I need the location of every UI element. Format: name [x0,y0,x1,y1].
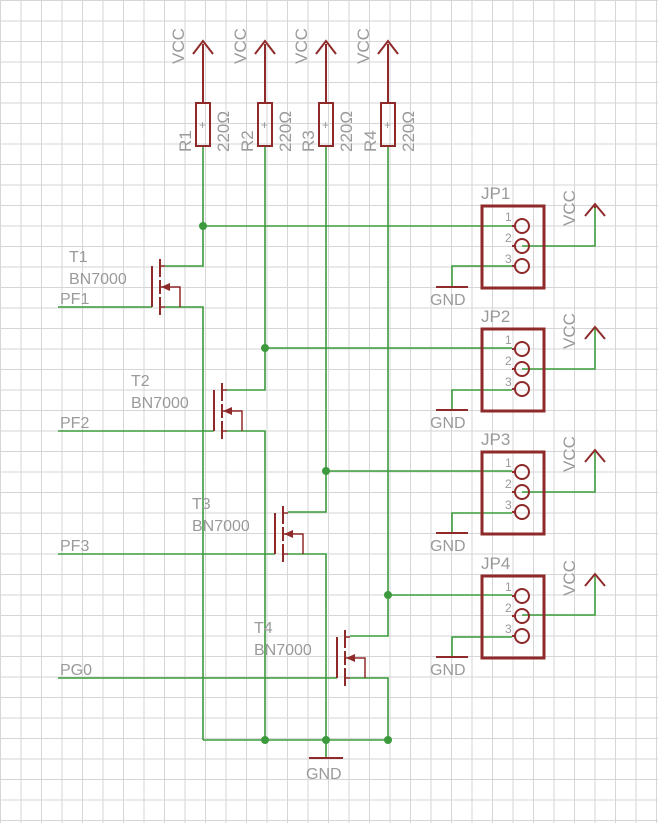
resistor-ref: R4 [361,130,380,152]
gate-net-label: PF2 [60,415,89,432]
resistor-ref: R1 [176,130,195,152]
net-jp2-pin2 [522,328,596,370]
net-r4-t4 [350,146,389,637]
vcc-label: VCC [169,28,188,64]
vcc-symbol: VCC [354,28,399,103]
pin-label: 2 [505,477,512,491]
net-jp1-pin2 [522,206,596,247]
net-t1-source [165,306,204,740]
resistor-value: 220Ω [276,111,295,152]
resistor-r4[interactable]: + R4 220Ω [361,102,418,152]
net-r3-t3 [288,146,327,513]
net-t4-source [350,677,389,740]
header-jp4[interactable]: 1 2 3 JP4 VCC GND [430,554,606,679]
pin-label: 2 [505,231,512,245]
header-ref: JP1 [481,184,510,203]
pin-label: 3 [505,498,512,512]
net-jp1-pin3 [451,265,512,286]
transistor-t4[interactable]: T4 BN7000 [254,620,366,686]
header-jp3[interactable]: 1 2 3 JP3 VCC GND [430,430,606,555]
net-jp4-pin2 [522,575,596,616]
transistor-t2[interactable]: T2 BN7000 [131,373,243,439]
resistor-r3[interactable]: + R3 220Ω [299,102,356,152]
net-r2-t2 [227,146,266,391]
pin-label: 1 [505,210,512,224]
transistor-part: BN7000 [254,642,312,659]
gate-net-label: PF1 [60,291,89,308]
net-t2-source [227,430,266,740]
resistor-value: 220Ω [337,111,356,152]
vcc-symbol: VCC [292,28,337,103]
gate-net-label: PG0 [60,662,92,679]
resistor-ref: R3 [299,130,318,152]
vcc-label: VCC [292,28,311,64]
net-jp3-pin2 [522,452,596,493]
pin-label: 3 [505,375,512,389]
transistor-part: BN7000 [131,395,189,412]
gnd-label: GND [430,662,466,679]
junction-jp4 [384,591,392,599]
net-jp4-pin3 [451,636,512,657]
transistor-part: BN7000 [192,518,250,535]
header-jp1[interactable]: 1 2 3 JP1 VCC GND [430,184,606,309]
junction-gnd-2 [261,736,269,744]
pin-label: 2 [505,601,512,615]
pin-label: 1 [505,456,512,470]
resistor-r2[interactable]: + R2 220Ω [238,102,295,152]
junctions [199,222,392,744]
transistor-ref: T1 [69,249,88,266]
wires [58,146,596,741]
transistor-t3[interactable]: T3 BN7000 [192,496,304,562]
vcc-label: VCC [560,313,579,349]
transistor-ref: T2 [131,373,150,390]
pin-label: 1 [505,333,512,347]
gnd-label: GND [306,766,342,783]
vcc-label: VCC [560,560,579,596]
svg-text:+: + [199,118,206,132]
svg-text:+: + [384,118,391,132]
transistor-t1[interactable]: T1 BN7000 PF1 [60,249,181,315]
junction-gnd-4 [384,736,392,744]
transistor-ref: T3 [192,496,211,513]
junction-jp1 [199,222,207,230]
net-r1-t1 [165,146,204,267]
svg-text:+: + [261,118,268,132]
resistor-r1[interactable]: + R1 220Ω [176,102,233,152]
transistor-ref: T4 [254,620,273,637]
gnd-label: GND [430,292,466,309]
gnd-label: GND [430,538,466,555]
vcc-label: VCC [560,436,579,472]
gate-net-label: PF3 [60,538,89,555]
header-ref: JP2 [481,307,510,326]
net-t3-source [288,553,327,740]
vcc-symbol: VCC [231,28,276,103]
transistor-part: BN7000 [69,271,127,288]
pin-label: 3 [505,622,512,636]
gnd-label: GND [430,415,466,432]
net-jp3-pin3 [451,512,512,533]
vcc-label: VCC [354,28,373,64]
resistor-value: 220Ω [399,111,418,152]
svg-text:+: + [322,118,329,132]
gnd-symbol-main: GND [306,740,343,783]
resistor-value: 220Ω [214,111,233,152]
pin-label: 2 [505,354,512,368]
vcc-label: VCC [560,190,579,226]
vcc-label: VCC [231,28,250,64]
junction-jp3 [322,467,330,475]
junction-jp2 [261,344,269,352]
header-jp2[interactable]: 1 2 3 JP2 VCC GND [430,307,606,432]
net-jp2-pin3 [451,389,512,410]
header-ref: JP4 [481,554,510,573]
vcc-symbol: VCC [169,28,214,103]
header-ref: JP3 [481,430,510,449]
vcc-top-group: VCC VCC VCC VCC [169,28,399,103]
resistor-ref: R2 [238,130,257,152]
pin-label: 1 [505,580,512,594]
pin-label: 3 [505,252,512,266]
